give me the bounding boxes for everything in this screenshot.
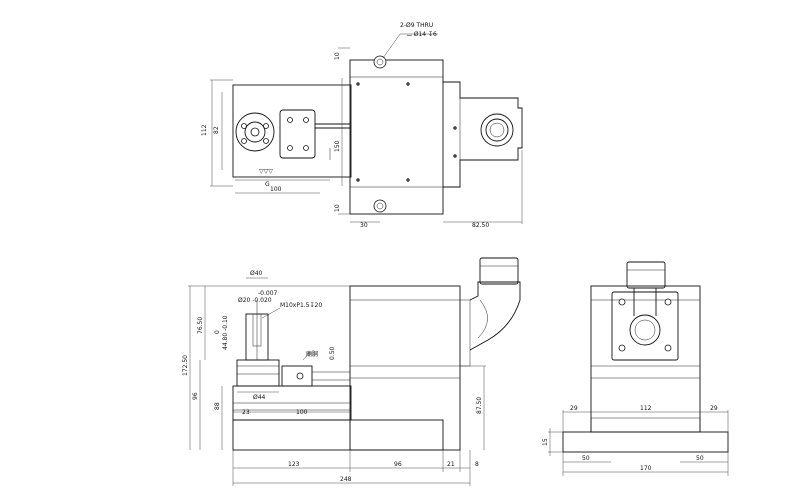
top-hole-upper [373, 55, 387, 69]
dim-88: 88 [214, 402, 221, 410]
top-clamp-bolt [303, 145, 309, 151]
top-port-inner [489, 122, 505, 138]
side-base-step [590, 417, 701, 433]
top-main-inner [349, 76, 444, 188]
surface-symbol: ▽▽▽ [259, 168, 273, 175]
dim-82-50: 82.50 [472, 222, 489, 229]
top-view: 112 82 150 10 10 ▽▽▽ G 100 30 82.50 2-Ø9… [201, 22, 523, 229]
dim-50-right: 50 [696, 455, 704, 462]
dim-0-50: 0.50 [329, 346, 336, 360]
label-alt: 廟胴 [306, 350, 318, 358]
front-elbow-inner [477, 299, 488, 339]
top-hole-lower [373, 199, 387, 213]
dim-248: 248 [340, 476, 352, 483]
top-main-block [349, 59, 444, 215]
tol-upper: -0.007 [258, 290, 278, 297]
side-flange-bolt [664, 298, 672, 306]
dim-112: 112 [201, 124, 208, 136]
side-tube-cap [626, 261, 666, 289]
dim-112-side: 112 [640, 405, 652, 412]
dim-100-top: 100 [270, 186, 282, 193]
dim-123: 123 [288, 461, 300, 468]
dim-29-right: 29 [710, 405, 718, 412]
dim-150: 150 [334, 140, 341, 152]
top-chuck-bolt [263, 138, 269, 144]
hole-note-line1: 2-Ø9 THRU [400, 22, 433, 29]
top-chuck-mid [244, 121, 266, 143]
dim-50-left: 50 [582, 455, 590, 462]
side-flange-bolt [618, 344, 626, 352]
dim-15: 15 [542, 438, 549, 446]
dim-82: 82 [213, 126, 220, 134]
alt-leader [302, 351, 311, 361]
top-chuck-bolt [241, 123, 247, 129]
dim-172-50: 172.50 [182, 355, 189, 376]
dim-23: 23 [242, 409, 250, 416]
dim-29-left: 29 [570, 405, 578, 412]
dim-10-top: 10 [334, 52, 341, 60]
top-clamp-bolt [287, 145, 293, 151]
hole-note-line2: ⌴ Ø14 ↧6 [407, 31, 437, 38]
side-base [562, 431, 729, 453]
dim-dia-20: Ø20 -0.020 [238, 297, 272, 304]
dim-dia-44: Ø44 [253, 394, 266, 401]
top-bolt [453, 154, 457, 158]
dim-96-bottom: 96 [394, 461, 402, 468]
top-chuck-bolt [241, 138, 247, 144]
top-bolt [406, 178, 410, 182]
front-base [232, 419, 444, 451]
top-hole-lower-inner [376, 202, 384, 210]
top-left-block [232, 84, 352, 178]
top-bolt [453, 126, 457, 130]
top-hole-upper-inner [376, 58, 384, 66]
top-clamp-bolt [287, 117, 293, 123]
top-bolt [356, 82, 360, 86]
front-main-body [349, 285, 461, 451]
dim-tol-zero: 0 [214, 330, 221, 334]
thread-leader [261, 307, 281, 319]
hole-note-leader [382, 33, 401, 59]
dim-100-front: 100 [296, 409, 308, 416]
front-elbow [469, 281, 521, 351]
side-flange-bolt [618, 298, 626, 306]
front-view: 172.50 96 76.50 88 0 44.80 -0.10 Ø40 -0.… [182, 257, 521, 486]
top-chuck-bolt [263, 123, 269, 129]
front-elbow-cap [479, 257, 519, 285]
side-body [590, 285, 701, 433]
side-flange-bolt [664, 344, 672, 352]
side-view: 29 112 29 15 50 50 170 [542, 261, 729, 476]
front-clamp-bolt [296, 372, 304, 380]
top-clamp-plate [279, 109, 316, 159]
front-side-flange [459, 299, 471, 367]
dim-44-80: 44.80 -0.10 [222, 315, 229, 350]
dim-10-bottom: 10 [334, 204, 341, 212]
dim-76-50: 76.50 [197, 317, 204, 334]
thread-note: M10xP1.5↧20 [280, 302, 322, 309]
front-rod [311, 371, 351, 381]
front-chuck [236, 359, 280, 387]
dim-170: 170 [640, 465, 652, 472]
top-chuck-outer [235, 112, 275, 152]
dim-21: 21 [447, 461, 455, 468]
top-right-flange [443, 81, 523, 188]
top-clamp-bolt [303, 117, 309, 123]
side-port-inner [634, 319, 656, 341]
top-bolt [356, 178, 360, 182]
top-chuck-bore [250, 127, 260, 137]
dim-8: 8 [475, 461, 479, 468]
top-bolt [406, 82, 410, 86]
dim-96: 96 [192, 392, 199, 400]
dim-dia-40: Ø40 [250, 270, 263, 277]
side-port-outer [629, 314, 661, 346]
side-flange [611, 291, 679, 361]
dim-87-50: 87.50 [476, 397, 483, 414]
dim-30: 30 [360, 222, 368, 229]
top-port-mid [485, 118, 509, 142]
top-port-outer [480, 113, 514, 147]
label-g: G [265, 181, 270, 188]
